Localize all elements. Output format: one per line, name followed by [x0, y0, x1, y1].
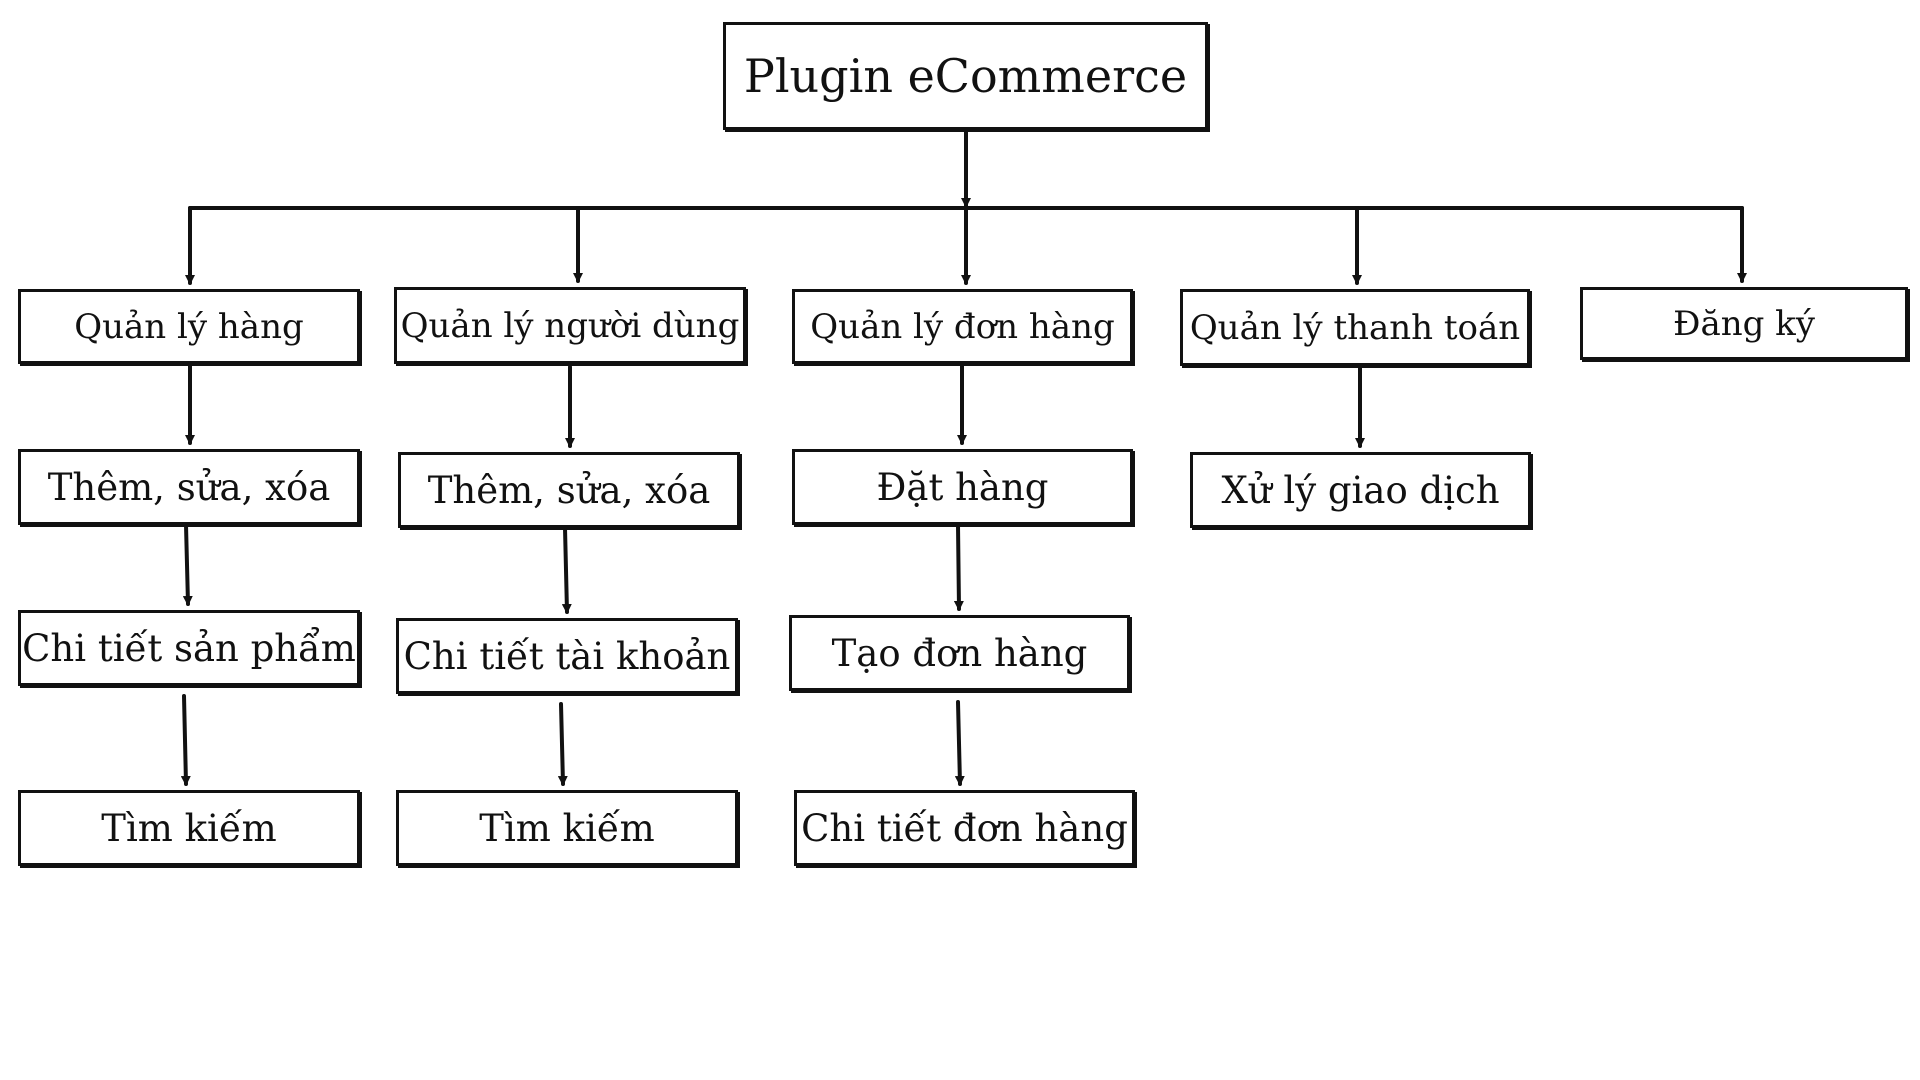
node-order-detail: Chi tiết đơn hàng: [794, 790, 1135, 866]
node-label: Tìm kiếm: [479, 806, 655, 850]
connector-users-detail: [561, 526, 572, 614]
node-label: Thêm, sửa, xóa: [427, 468, 711, 512]
node-label: Đặt hàng: [876, 465, 1049, 509]
node-create-order: Tạo đơn hàng: [789, 615, 1130, 691]
node-order-management: Quản lý đơn hàng: [792, 289, 1133, 364]
node-label: Quản lý đơn hàng: [810, 306, 1115, 347]
connector-products-search: [180, 694, 191, 786]
connector-orders-create: [953, 523, 964, 611]
node-user-management: Quản lý người dùng: [394, 287, 746, 364]
node-label: Quản lý người dùng: [400, 305, 740, 346]
node-label: Thêm, sửa, xóa: [47, 465, 331, 509]
node-label: Quản lý hàng: [74, 306, 304, 347]
connector-orders-detail: [954, 700, 965, 786]
node-place-order: Đặt hàng: [792, 449, 1133, 525]
node-label: Xử lý giao dịch: [1221, 468, 1500, 512]
node-user-search: Tìm kiếm: [396, 790, 738, 866]
node-label: Chi tiết đơn hàng: [801, 806, 1128, 850]
node-product-management: Quản lý hàng: [18, 289, 360, 364]
node-transaction-processing: Xử lý giao dịch: [1190, 452, 1531, 528]
node-label: Chi tiết tài khoản: [403, 634, 731, 678]
node-product-search: Tìm kiếm: [18, 790, 360, 866]
node-label: Tạo đơn hàng: [831, 631, 1088, 675]
node-label: Tìm kiếm: [101, 806, 277, 850]
connector-users-search: [557, 702, 568, 786]
connector-products-detail: [182, 523, 193, 606]
node-product-crud: Thêm, sửa, xóa: [18, 449, 360, 525]
node-payment-management: Quản lý thanh toán: [1180, 289, 1530, 366]
node-label: Đăng ký: [1673, 303, 1815, 344]
node-product-detail: Chi tiết sản phẩm: [18, 610, 360, 686]
root-node: Plugin eCommerce: [723, 22, 1208, 130]
node-label: Chi tiết sản phẩm: [22, 626, 356, 670]
root-node-label: Plugin eCommerce: [743, 49, 1188, 103]
node-account-detail: Chi tiết tài khoản: [396, 618, 738, 694]
node-label: Quản lý thanh toán: [1189, 307, 1521, 348]
node-user-crud: Thêm, sửa, xóa: [398, 452, 740, 528]
node-registration: Đăng ký: [1580, 287, 1908, 360]
